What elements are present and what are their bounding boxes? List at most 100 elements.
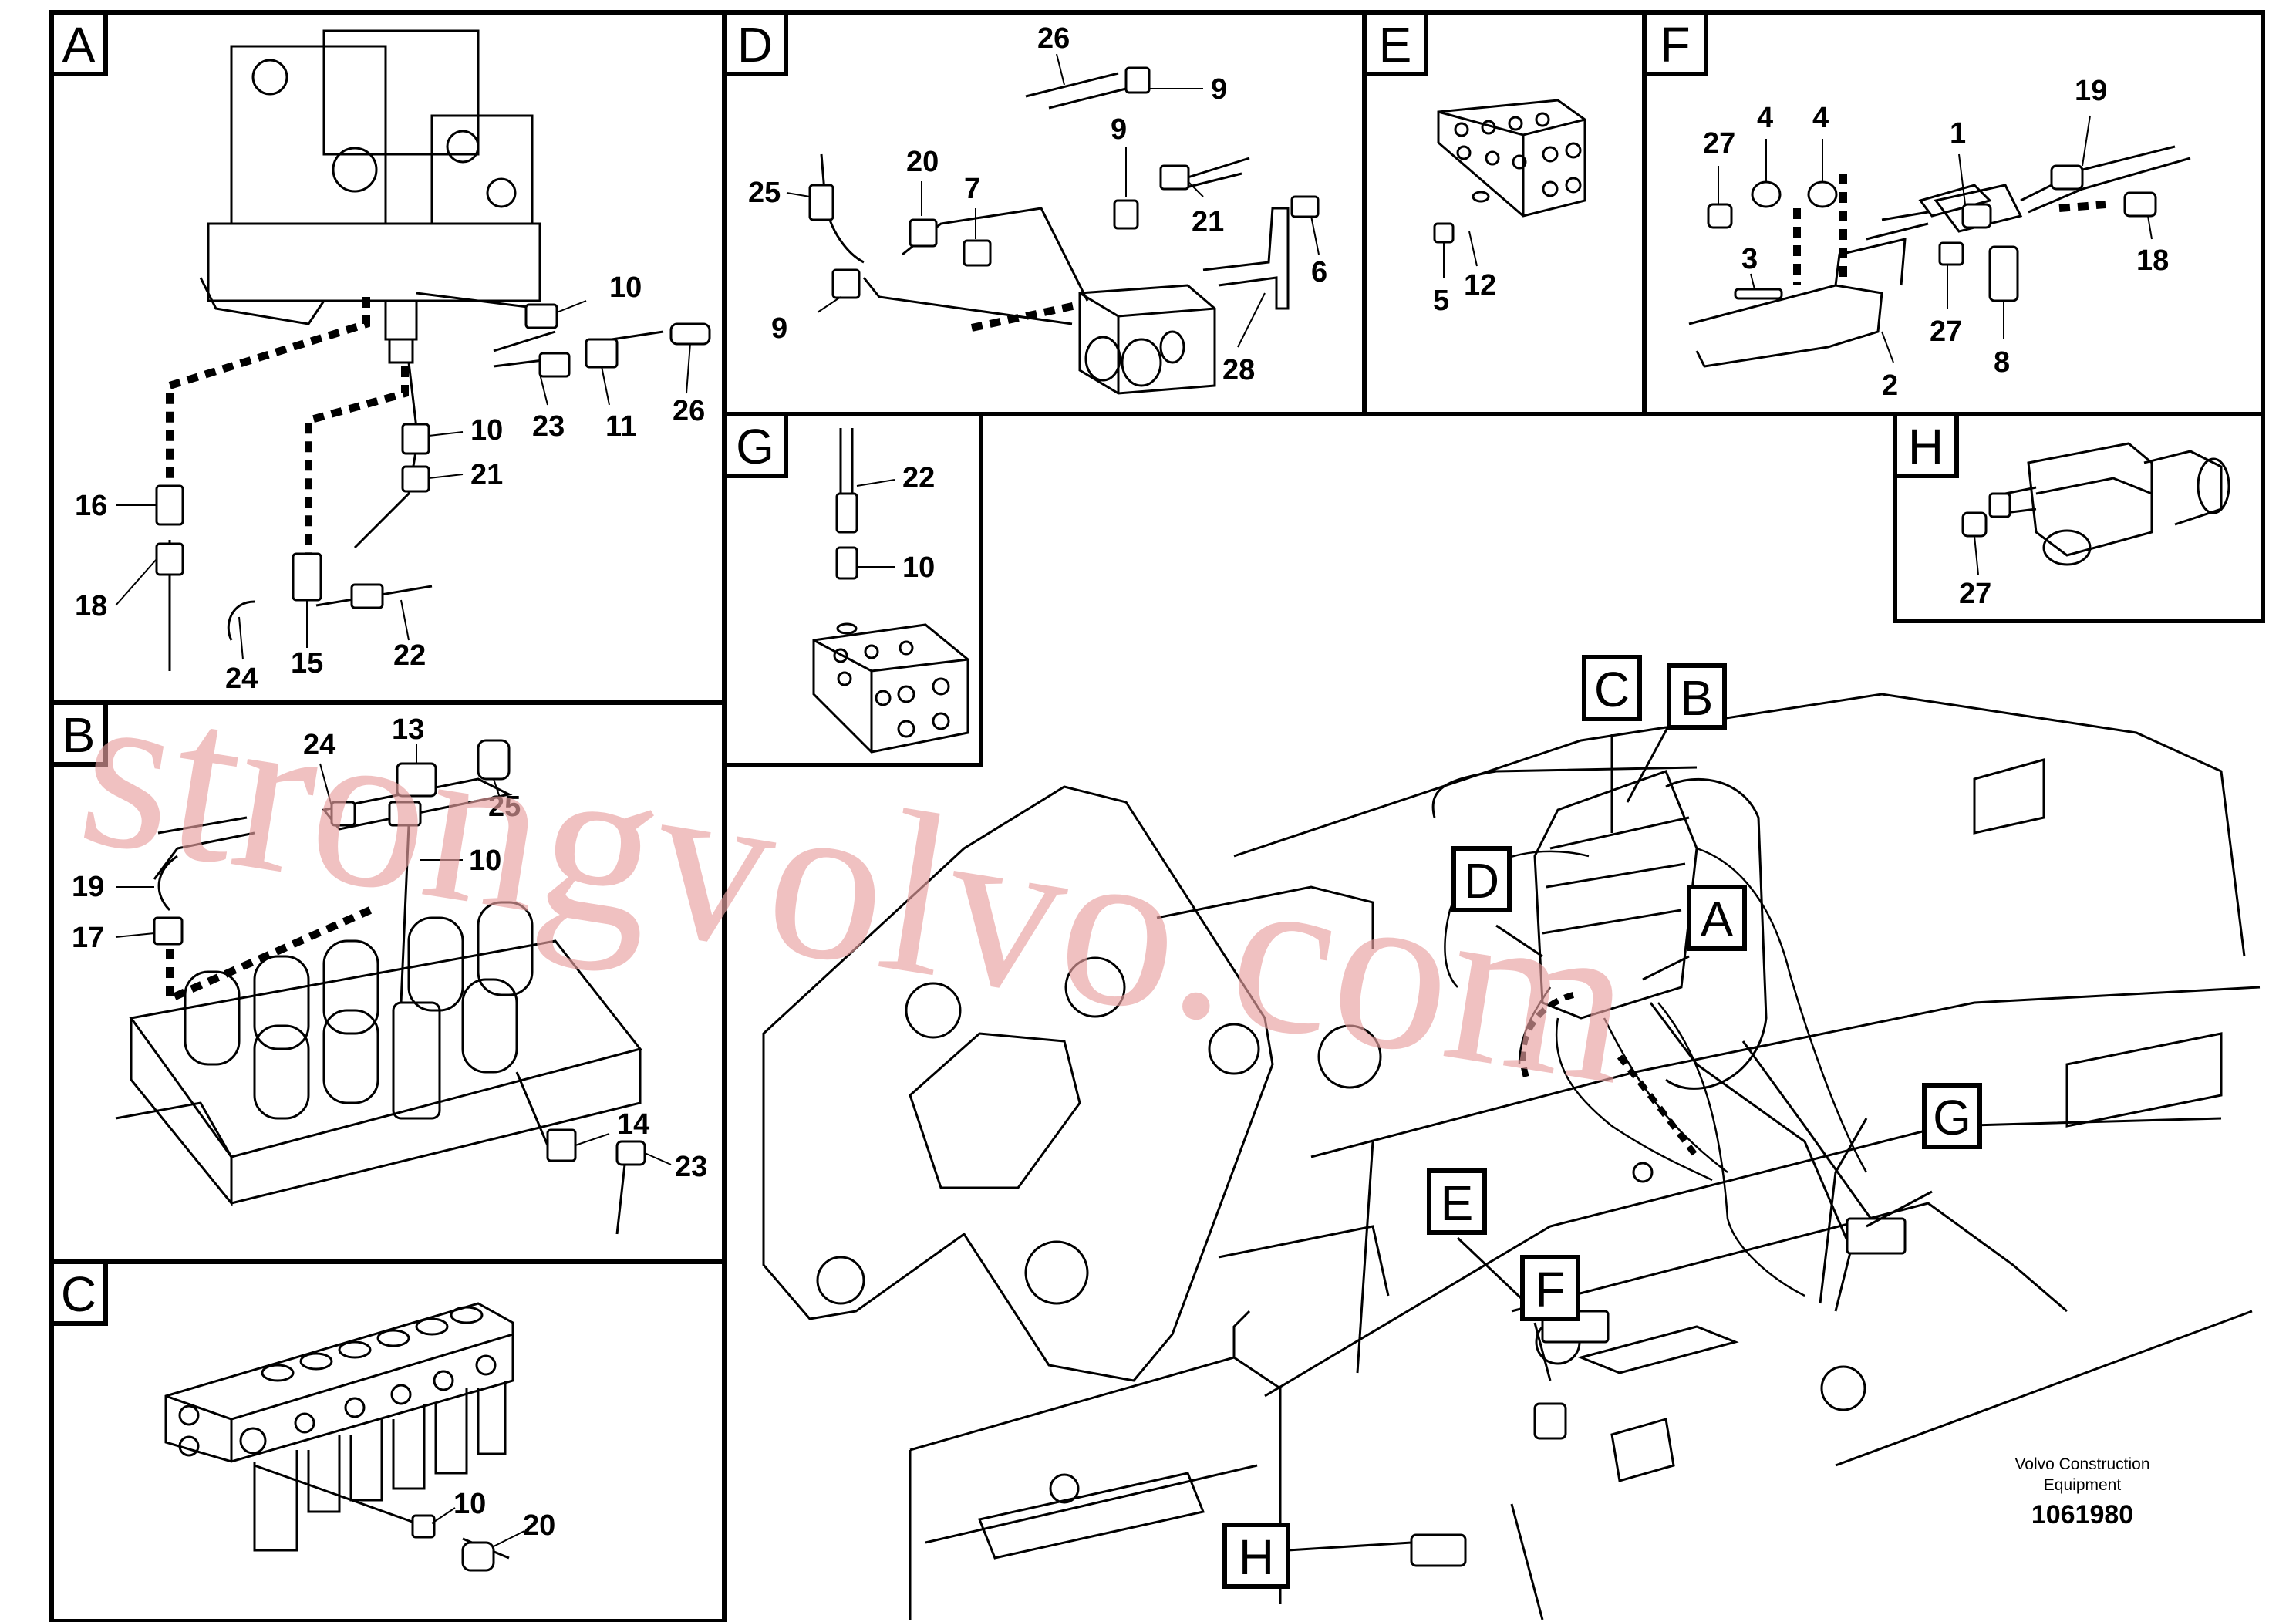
overview-callout-box xyxy=(1451,846,1512,912)
view-e-letter: E xyxy=(1379,17,1412,73)
leader-lines-g xyxy=(856,479,895,568)
overview-callout-label: F xyxy=(1535,1262,1565,1317)
part-callout: 20 xyxy=(523,1509,555,1542)
overview-components xyxy=(1410,1217,1907,1567)
valve-drawing-h xyxy=(2004,442,2230,566)
part-callout: 21 xyxy=(470,459,503,491)
leader-lines-e xyxy=(1443,231,1478,278)
view-c-letter: C xyxy=(61,1266,96,1322)
view-a-label-box xyxy=(49,10,108,76)
part-callout: 16 xyxy=(75,490,107,522)
part-callout: 12 xyxy=(1464,269,1496,302)
company-name-line1: Volvo Construction xyxy=(2014,1455,2149,1473)
view-a-letter: A xyxy=(62,17,96,73)
part-callout: 5 xyxy=(1433,285,1449,317)
company-name-line2: Equipment xyxy=(2044,1476,2122,1494)
part-callout: 25 xyxy=(748,177,781,209)
view-f-letter: F xyxy=(1660,17,1690,73)
part-callout: 2 xyxy=(1882,369,1898,402)
manifold-drawing xyxy=(164,1302,514,1560)
part-callout: 4 xyxy=(1757,102,1773,134)
part-callout: 24 xyxy=(303,729,335,761)
view-f: F xyxy=(1642,10,2191,402)
view-g-label-box xyxy=(722,412,788,478)
leader-lines-a xyxy=(115,300,691,660)
part-callout: 27 xyxy=(1930,315,1962,348)
view-e: E 5 12 xyxy=(1362,10,1586,317)
view-d-label-box xyxy=(722,10,788,76)
part-callout: 15 xyxy=(291,647,323,679)
view-f-label-box xyxy=(1642,10,1708,76)
part-callout: 9 xyxy=(771,312,787,345)
block-drawing-e xyxy=(1437,99,1586,218)
overview-callout-label: D xyxy=(1464,853,1499,909)
part-callout: 10 xyxy=(609,271,642,304)
leader-lines-f xyxy=(1718,115,2153,363)
overview-callout-box xyxy=(1582,655,1642,721)
overview-callouts: C B D A G E F H xyxy=(1222,655,1982,1589)
overview-callout-label: E xyxy=(1441,1175,1474,1231)
part-callout: 26 xyxy=(1037,22,1070,55)
overview-callout-label: H xyxy=(1239,1529,1274,1585)
part-callout: 19 xyxy=(2075,75,2107,107)
part-callout: 8 xyxy=(1994,346,2010,379)
part-callout: 23 xyxy=(675,1151,707,1183)
part-callout: 18 xyxy=(75,590,107,622)
view-b-label-box xyxy=(49,700,108,767)
view-c-label-box xyxy=(49,1259,108,1326)
part-callout: 10 xyxy=(470,414,503,447)
part-callout: 27 xyxy=(1703,127,1735,160)
overview-callout-box xyxy=(1222,1523,1290,1589)
panel-frames xyxy=(49,10,2265,1622)
part-callout: 9 xyxy=(1211,73,1227,106)
view-e-label-box xyxy=(1362,10,1428,76)
overview-callout-box xyxy=(1427,1168,1487,1235)
part-callout: 22 xyxy=(393,639,426,672)
part-callout: 9 xyxy=(1111,113,1127,146)
view-h-label-box xyxy=(1893,412,1959,478)
view-a: A xyxy=(49,10,711,695)
overview-callout-label: C xyxy=(1594,662,1630,717)
view-h-letter: H xyxy=(1908,419,1944,474)
part-callout: 26 xyxy=(673,395,705,427)
part-callout: 23 xyxy=(532,410,565,443)
view-d-letter: D xyxy=(737,17,773,73)
solenoid-block-drawing xyxy=(115,777,642,1207)
part-callout: 10 xyxy=(469,845,501,877)
overview-callout-box xyxy=(1667,663,1727,730)
part-callout: 14 xyxy=(617,1108,649,1141)
bracket-drawing-f xyxy=(1688,145,2191,368)
leader-lines-d xyxy=(786,53,1320,348)
valve-block-drawing xyxy=(199,29,541,364)
part-callout: 28 xyxy=(1222,354,1255,386)
view-b-letter: B xyxy=(62,707,96,763)
part-callout: 11 xyxy=(605,410,636,443)
part-callout: 27 xyxy=(1959,578,1991,610)
part-callout: 20 xyxy=(906,146,939,178)
part-callout: 6 xyxy=(1311,256,1327,288)
part-callout: 25 xyxy=(488,791,521,823)
part-callout: 3 xyxy=(1741,243,1758,275)
overview-dashed-lines xyxy=(1519,992,1700,1159)
part-callout: 10 xyxy=(902,551,935,584)
part-callout: 4 xyxy=(1812,102,1829,134)
view-c: C 10 20 xyxy=(49,1259,555,1572)
part-callout: 18 xyxy=(2136,244,2169,277)
overview-callout-box xyxy=(1687,885,1747,951)
view-g: G 22 10 xyxy=(722,412,969,754)
part-callout: 1 xyxy=(1950,117,1966,150)
block-drawing-g xyxy=(812,428,969,754)
part-callout: 13 xyxy=(392,713,424,746)
part-callout: 21 xyxy=(1192,206,1224,238)
overview-callout-label: A xyxy=(1701,892,1734,947)
part-callout: 7 xyxy=(964,173,980,205)
overview-callout-box xyxy=(1520,1255,1580,1321)
view-h: H 27 xyxy=(1893,412,2230,610)
part-callout: 10 xyxy=(453,1488,486,1520)
overview-callout-box xyxy=(1922,1083,1982,1149)
view-d: D xyxy=(722,10,1327,395)
part-callout: 22 xyxy=(902,462,935,494)
view-g-letter: G xyxy=(736,419,774,474)
leader-lines-c xyxy=(431,1507,525,1547)
